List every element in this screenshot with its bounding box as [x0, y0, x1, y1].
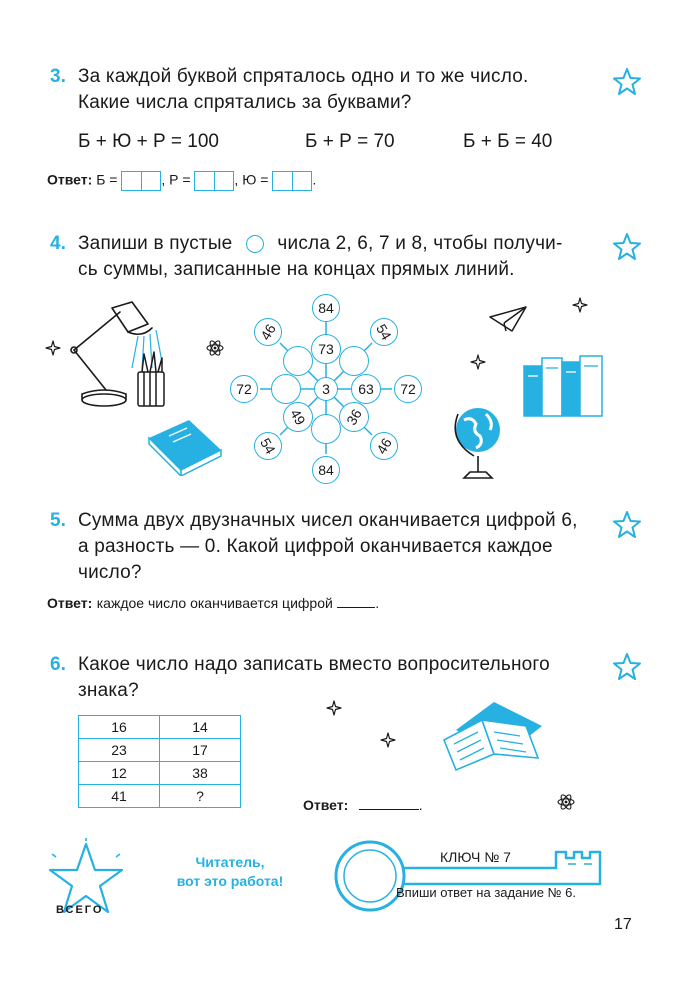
task6-answer-row: Ответ: . — [303, 797, 423, 815]
outer-sum-left: 72 — [230, 375, 258, 403]
table-cell: 12 — [78, 761, 160, 785]
task3-number: 3. — [50, 66, 66, 87]
task3-answer-row: Ответ: Б = , Р = , Ю = . — [47, 171, 316, 191]
open-book-icon — [442, 702, 542, 772]
outer-sum-bottom: 84 — [312, 456, 340, 484]
task3-line1: За каждой буквой спряталось одно и то же… — [78, 66, 529, 87]
task5-answer-text: каждое число оканчивается цифрой — [96, 595, 333, 611]
task4-line2: сь суммы, записанные на концах прямых ли… — [78, 259, 515, 280]
task5-line1: Сумма двух двузначных чисел оканчивается… — [78, 510, 578, 531]
task3-equation-1: Б + Ю + Р = 100 — [78, 131, 219, 152]
key-title: КЛЮЧ № 7 — [440, 849, 511, 865]
task6-answer-end: . — [418, 797, 423, 813]
task3-line2: Какие числа спрятались за буквами? — [78, 92, 412, 113]
outer-sum-top: 84 — [312, 294, 340, 322]
sparkle-icon — [380, 732, 396, 748]
paper-plane-icon — [489, 306, 527, 332]
sparkle-icon — [45, 340, 61, 356]
sparkle-icon — [470, 354, 486, 370]
books-icon — [523, 355, 603, 417]
task6-answer-label: Ответ: — [303, 797, 349, 813]
key-instruction: Впиши ответ на задание № 6. — [396, 885, 577, 900]
total-label: ВСЕГО — [56, 904, 104, 916]
star-icon[interactable] — [612, 652, 642, 682]
task5-number: 5. — [50, 510, 66, 531]
task3-answer-r-label: , Р = — [161, 171, 191, 188]
globe-icon — [454, 408, 500, 479]
pencil-cup-icon — [137, 351, 165, 407]
closed-book-icon — [148, 420, 222, 476]
table-row: 41? — [78, 784, 241, 808]
star-icon[interactable] — [612, 232, 642, 262]
task3-answer-b-label: Б = — [96, 171, 118, 188]
sparkle-icon — [326, 700, 342, 716]
task3-answer-yu-box[interactable] — [272, 171, 313, 191]
table-cell: 41 — [78, 784, 160, 808]
atom-icon — [556, 792, 576, 812]
task3-answer-end: . — [312, 171, 317, 188]
task5-answer-end: . — [375, 595, 380, 611]
task3-answer-b-box[interactable] — [121, 171, 162, 191]
inner-circle-top-left[interactable] — [283, 346, 313, 376]
task3-answer-yu-label: , Ю = — [234, 171, 269, 188]
center-number: 3 — [314, 377, 338, 401]
praise-text: Читатель, вот это работа! — [150, 853, 310, 891]
task4-line1: Запиши в пустые числа 2, 6, 7 и 8, чтобы… — [78, 231, 563, 257]
task6-line1: Какое число надо записать вместо вопроси… — [78, 654, 550, 675]
task4-line1-end: числа 2, 6, 7 и 8, чтобы получи- — [277, 233, 563, 254]
inner-circle-top-right[interactable] — [339, 346, 369, 376]
inner-circle-top: 73 — [311, 334, 341, 364]
task6-line2: знака? — [78, 680, 139, 701]
task6-question: Какое число надо записать вместо вопроси… — [78, 652, 550, 704]
inner-circle-left[interactable] — [271, 374, 301, 404]
praise-line2: вот это работа! — [176, 873, 284, 889]
atom-icon — [205, 338, 225, 358]
task5-line2: а разность — 0. Какой цифрой оканчиваетс… — [78, 536, 553, 557]
task4-diagram: 84 84 72 72 46 54 54 46 73 63 49 36 3 — [228, 292, 424, 484]
task3-equation-2: Б + Р = 70 — [305, 131, 395, 152]
task5-answer-label: Ответ: — [47, 595, 93, 611]
task5-question: Сумма двух двузначных чисел оканчивается… — [78, 508, 578, 586]
empty-circle-icon — [245, 234, 264, 253]
star-icon[interactable] — [612, 510, 642, 540]
praise-line1: Читатель, — [195, 854, 265, 870]
task3-answer-r-box[interactable] — [194, 171, 235, 191]
table-cell: 23 — [78, 738, 160, 762]
table-cell: 14 — [159, 715, 241, 739]
table-cell: ? — [159, 784, 241, 808]
page-number: 17 — [614, 916, 632, 933]
task4-question: Запиши в пустые числа 2, 6, 7 и 8, чтобы… — [78, 231, 563, 283]
task5-answer-row: Ответ: каждое число оканчивается цифрой … — [47, 595, 379, 613]
task3-answer-label: Ответ: — [47, 171, 93, 188]
star-icon[interactable] — [612, 67, 642, 97]
task5-line3: число? — [78, 562, 142, 583]
outer-sum-right: 72 — [394, 375, 422, 403]
task4-number: 4. — [50, 233, 66, 254]
task5-answer-blank[interactable] — [337, 595, 376, 608]
inner-circle-right: 63 — [351, 374, 381, 404]
task3-equation-3: Б + Б = 40 — [463, 131, 553, 152]
task4-line1-start: Запиши в пустые — [78, 233, 233, 254]
total-star-icon — [48, 838, 124, 914]
task6-number: 6. — [50, 654, 66, 675]
key-icon — [334, 840, 602, 912]
table-cell: 17 — [159, 738, 241, 762]
sparkle-icon — [572, 297, 588, 313]
table-cell: 16 — [78, 715, 160, 739]
inner-circle-bottom[interactable] — [311, 414, 341, 444]
task3-question: За каждой буквой спряталось одно и то же… — [78, 64, 528, 116]
task6-answer-blank[interactable] — [358, 797, 419, 810]
table-cell: 38 — [159, 761, 241, 785]
